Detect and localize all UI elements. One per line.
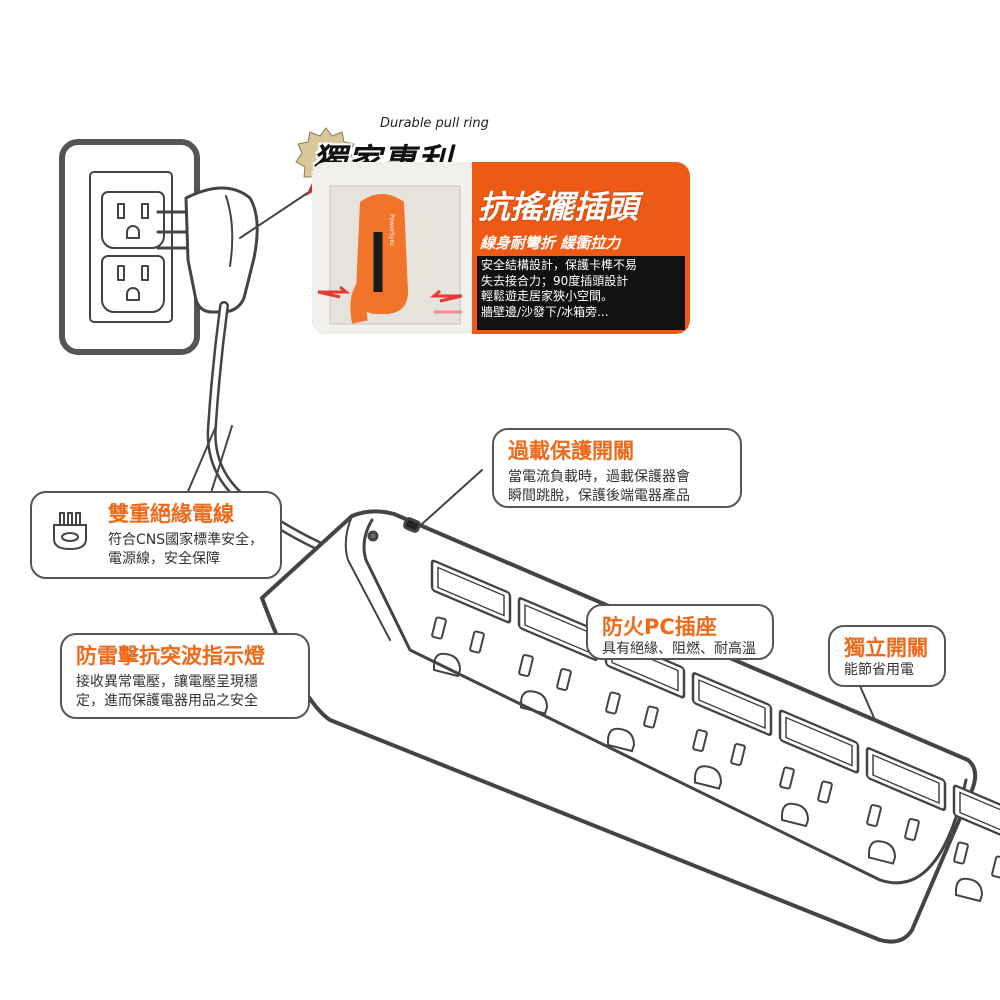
outlet-ground-hole (955, 877, 984, 903)
callout-desc: 能節省用電 (844, 662, 914, 678)
outlet-slot (692, 729, 708, 752)
callout-title: 雙重絕緣電線 (108, 502, 234, 526)
outlet-slot (469, 630, 485, 654)
plug-logo: PowerSync (388, 214, 395, 247)
callout-title: 防雷擊抗突波指示燈 (76, 644, 265, 668)
power-switch[interactable] (691, 672, 773, 736)
callout-desc: 接收異常電壓，讓電壓呈現穩 定，進而保護電器用品之安全 (76, 674, 258, 709)
outlet-slot (904, 818, 920, 841)
outlet-ground-hole (607, 727, 636, 753)
outlet-slot (643, 705, 659, 729)
callout-title: 過載保護開關 (508, 439, 634, 463)
outlet-slot (556, 668, 572, 691)
outlet-slot (730, 743, 746, 766)
callout-desc: 當電流負載時，過載保護器會 瞬間跳脫，保護後端電器產品 (508, 469, 690, 504)
outlet-slot (817, 780, 833, 804)
outlet-slot (953, 841, 969, 865)
outlet-slot (605, 691, 621, 715)
outlet-ground-hole (694, 765, 723, 790)
callout-overload-switch: 過載保護開關 當電流負載時，過載保護器會 瞬間跳脫，保護後端電器產品 (492, 428, 742, 508)
outlet-ground-hole (868, 840, 897, 865)
power-switch[interactable] (430, 559, 512, 624)
feature-panel: PowerSync 抗搖擺插頭 線身耐彎折 緩衝拉力 安全結構設計，保護卡榫不易… (312, 162, 690, 334)
outlet-slot (518, 654, 534, 677)
callout-independent-switch: 獨立開關 能節省用電 (828, 625, 946, 687)
wall-plug (156, 186, 259, 314)
callout-desc: 符合CNS國家標準安全， 電源線，安全保障 (108, 532, 264, 567)
callout-title: 獨立開關 (844, 636, 928, 660)
power-switch[interactable] (778, 709, 860, 774)
callout-title: 防火PC插座 (602, 615, 717, 639)
callout-fireproof-socket: 防火PC插座 具有絕緣、阻燃、耐高溫 (586, 604, 774, 660)
power-switch[interactable] (865, 747, 947, 811)
outlet-slot (866, 804, 882, 827)
outlet-units (430, 559, 1000, 903)
power-strip (260, 509, 978, 944)
feature-title: 抗搖擺插頭 (478, 188, 639, 226)
feature-subtitle: 線身耐彎折 緩衝拉力 (480, 234, 621, 252)
outlet-ground-hole (433, 652, 462, 678)
outlet-slot (991, 855, 1000, 879)
outlet-ground-hole (520, 690, 549, 715)
callout-desc: 具有絕緣、阻燃、耐高溫 (602, 641, 756, 657)
outlet-ground-hole (781, 802, 810, 828)
outlet-slot (779, 766, 795, 790)
power-switch[interactable] (952, 784, 1000, 849)
callout-surge-indicator: 防雷擊抗突波指示燈 接收異常電壓，讓電壓呈現穩 定，進而保護電器用品之安全 (60, 633, 310, 719)
outlet-slot (431, 616, 447, 640)
cable-plug-icon (53, 512, 87, 551)
feature-description: 安全結構設計，保護卡榫不易 失去接合力；90度插頭設計 輕鬆遊走居家狹小空間。 … (477, 256, 685, 330)
plug-photo: PowerSync (312, 162, 472, 334)
callout-double-insulation: 雙重絕緣電線 符合CNS國家標準安全， 電源線，安全保障 (30, 491, 282, 579)
pull-ring-caption: Durable pull ring (380, 116, 489, 131)
